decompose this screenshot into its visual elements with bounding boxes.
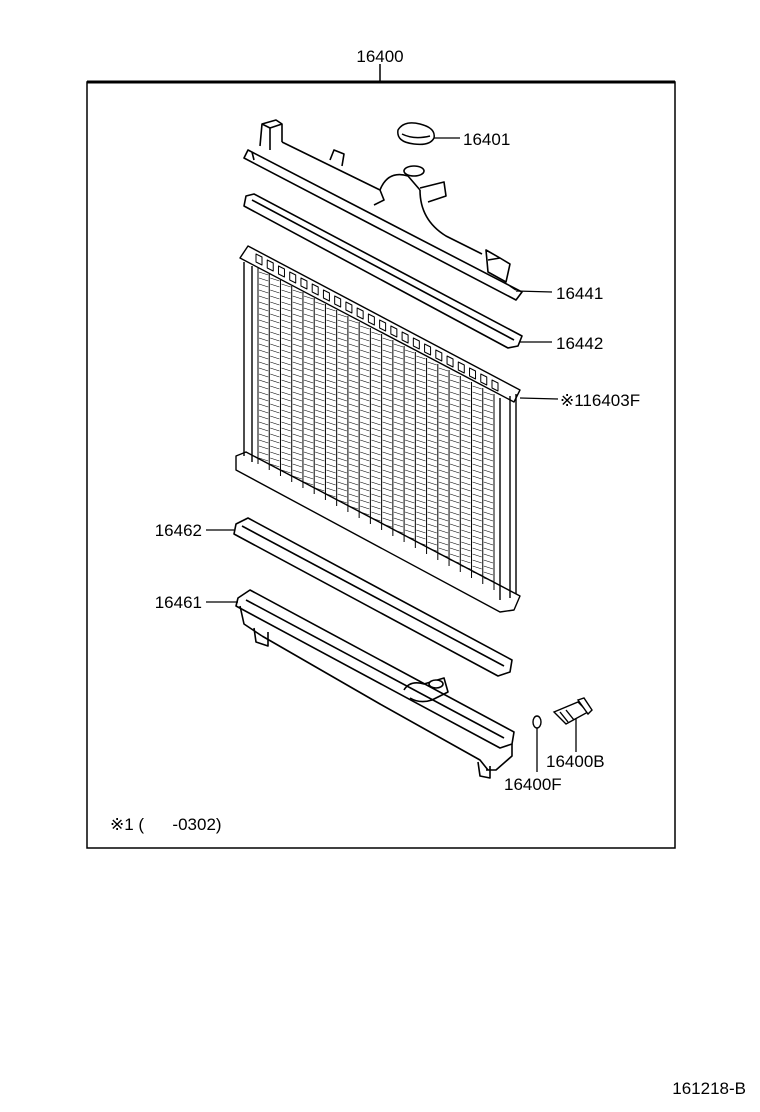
label-drain-oring: 16400F bbox=[504, 775, 562, 794]
label-lower-gasket: 16462 bbox=[155, 521, 202, 540]
label-drain-cock: 16400B bbox=[546, 752, 605, 771]
label-lower-tank: 16461 bbox=[155, 593, 202, 612]
figure-code: 161218-B bbox=[672, 1079, 746, 1098]
upper-gasket bbox=[243, 193, 523, 349]
label-upper-gasket: 16442 bbox=[556, 334, 603, 353]
diagram-frame bbox=[86, 81, 676, 849]
drain-cock bbox=[552, 697, 593, 725]
radiator-cap bbox=[397, 122, 435, 146]
lower-gasket bbox=[233, 517, 513, 677]
label-core: ※116403F bbox=[560, 391, 640, 410]
label-cap: 16401 bbox=[463, 130, 510, 149]
upper-tank bbox=[243, 119, 523, 301]
footnote: ※1 ( -0302) bbox=[110, 815, 222, 834]
radiator-core bbox=[235, 245, 521, 613]
drain-oring bbox=[532, 715, 542, 729]
lower-tank bbox=[235, 589, 515, 779]
label-upper-tank: 16441 bbox=[556, 284, 603, 303]
leader-lines bbox=[206, 137, 577, 772]
assembly-label: 16400 bbox=[356, 47, 403, 66]
